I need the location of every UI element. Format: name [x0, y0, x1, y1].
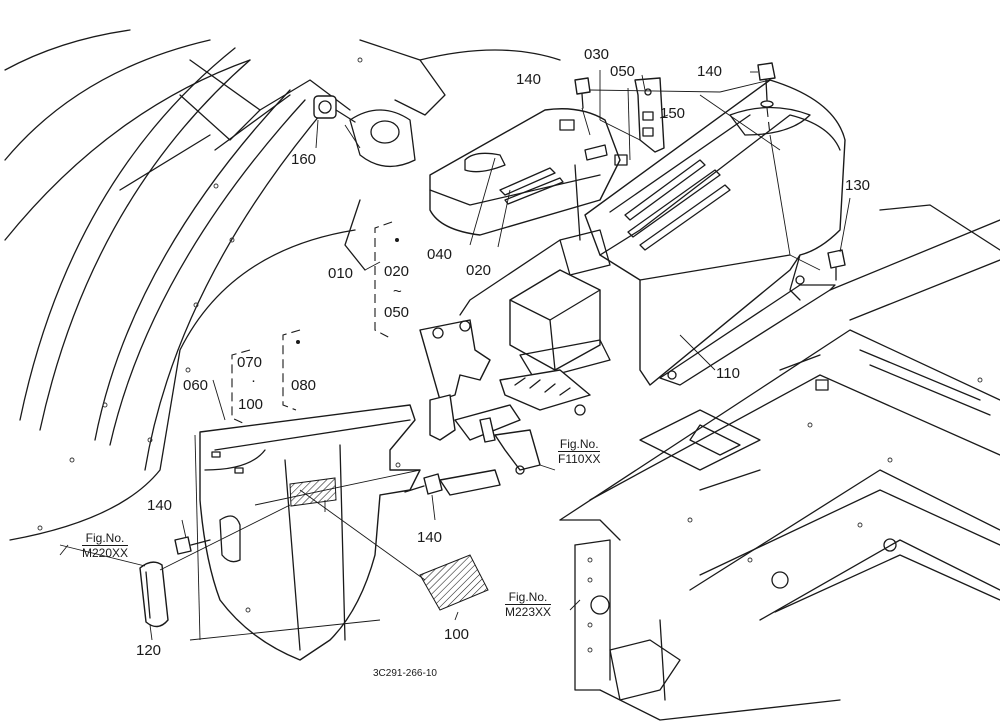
mount-brackets — [419, 229, 611, 496]
group-bracket-010 — [374, 221, 393, 339]
console-body-110 — [584, 79, 846, 386]
bracket-150 — [634, 77, 665, 153]
ref-m220-line1: Fig.No. — [85, 531, 125, 545]
label-040: 040 — [427, 246, 453, 263]
label-010: 010 — [328, 265, 354, 282]
ref-m220-line2: M220XX — [82, 545, 129, 561]
label-110: 110 — [716, 365, 740, 382]
decal-080 — [289, 477, 337, 507]
ref-m223-line1: Fig.No. — [508, 590, 548, 604]
label-140-top: 140 — [516, 71, 542, 88]
label-tilde: ~ — [393, 283, 402, 300]
label-100: 100 — [444, 626, 470, 643]
bolt-140-top-right-icon — [757, 62, 776, 136]
group-bracket-060 — [231, 329, 301, 425]
label-070: 070 — [237, 354, 263, 371]
console-cover-030 — [429, 108, 628, 241]
ref-f110-line2: F110XX — [558, 451, 601, 467]
label-020-group: 020 — [384, 263, 410, 280]
decal-100 — [419, 554, 489, 611]
ref-m220: Fig.No. M220XX — [82, 531, 129, 561]
label-140-top-right: 140 — [697, 63, 723, 80]
cab-wall — [4, 29, 561, 541]
label-140-left: 140 — [147, 497, 173, 514]
bolt-140-center-icon — [404, 473, 443, 495]
ref-m223: Fig.No. M223XX — [505, 590, 552, 620]
label-130: 130 — [845, 177, 871, 194]
label-050-top: 050 — [610, 63, 636, 80]
label-dot: · — [251, 372, 256, 389]
label-100-group: 100 — [238, 396, 264, 413]
side-cover-060 — [199, 404, 421, 661]
ref-f110-line1: Fig.No. — [559, 437, 599, 451]
label-030: 030 — [584, 46, 610, 63]
label-050-group: 050 — [384, 304, 410, 321]
ref-m223-line2: M223XX — [505, 604, 552, 620]
bolt-130-icon — [827, 249, 846, 281]
ref-f110: Fig.No. F110XX — [558, 437, 601, 467]
bolt-140-top-icon — [574, 77, 591, 109]
label-080: 080 — [291, 377, 317, 394]
label-020-right: 020 — [466, 262, 492, 279]
cap-120 — [139, 561, 169, 628]
floor-platform — [559, 204, 1000, 721]
label-060: 060 — [183, 377, 209, 394]
label-150: 150 — [660, 105, 686, 122]
leader-lines — [59, 70, 851, 641]
bolt-160-icon — [313, 95, 356, 149]
drawing-code: 3C291-266-10 — [373, 668, 437, 679]
label-140-center: 140 — [417, 529, 443, 546]
label-120: 120 — [136, 642, 162, 659]
label-160: 160 — [291, 151, 317, 168]
bolt-140-left-icon — [174, 536, 211, 555]
